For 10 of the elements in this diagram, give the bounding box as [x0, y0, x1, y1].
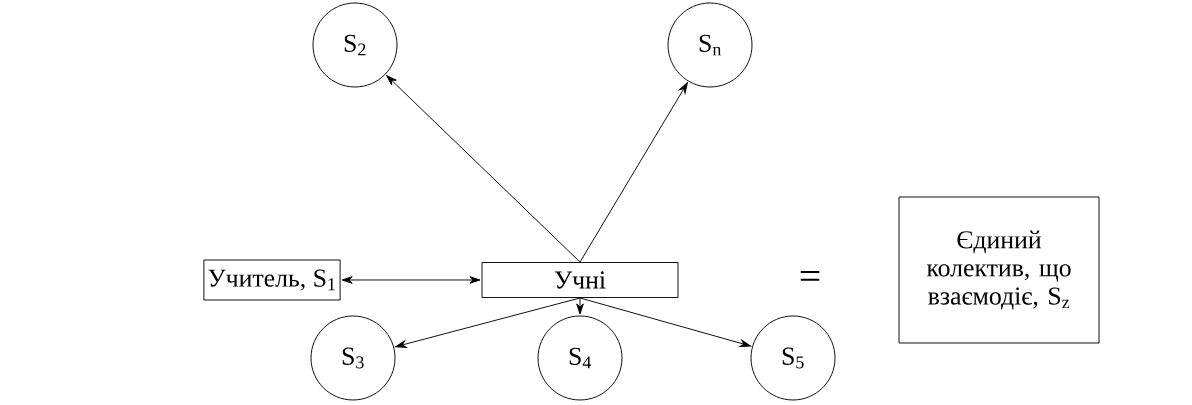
equals-sign: =: [800, 270, 820, 281]
arrow: [341, 276, 481, 284]
arrow: [579, 82, 688, 263]
text-box: Учитель, S$_{1}$: [203, 259, 341, 301]
arrow: [386, 75, 581, 263]
arrow: [576, 297, 584, 315]
arrow: [579, 297, 752, 347]
text-box: Учні: [481, 262, 679, 298]
text-box: Єдиний колектив, що взаємодіє, S$_{z}$: [898, 196, 1100, 344]
arrow: [395, 297, 581, 348]
